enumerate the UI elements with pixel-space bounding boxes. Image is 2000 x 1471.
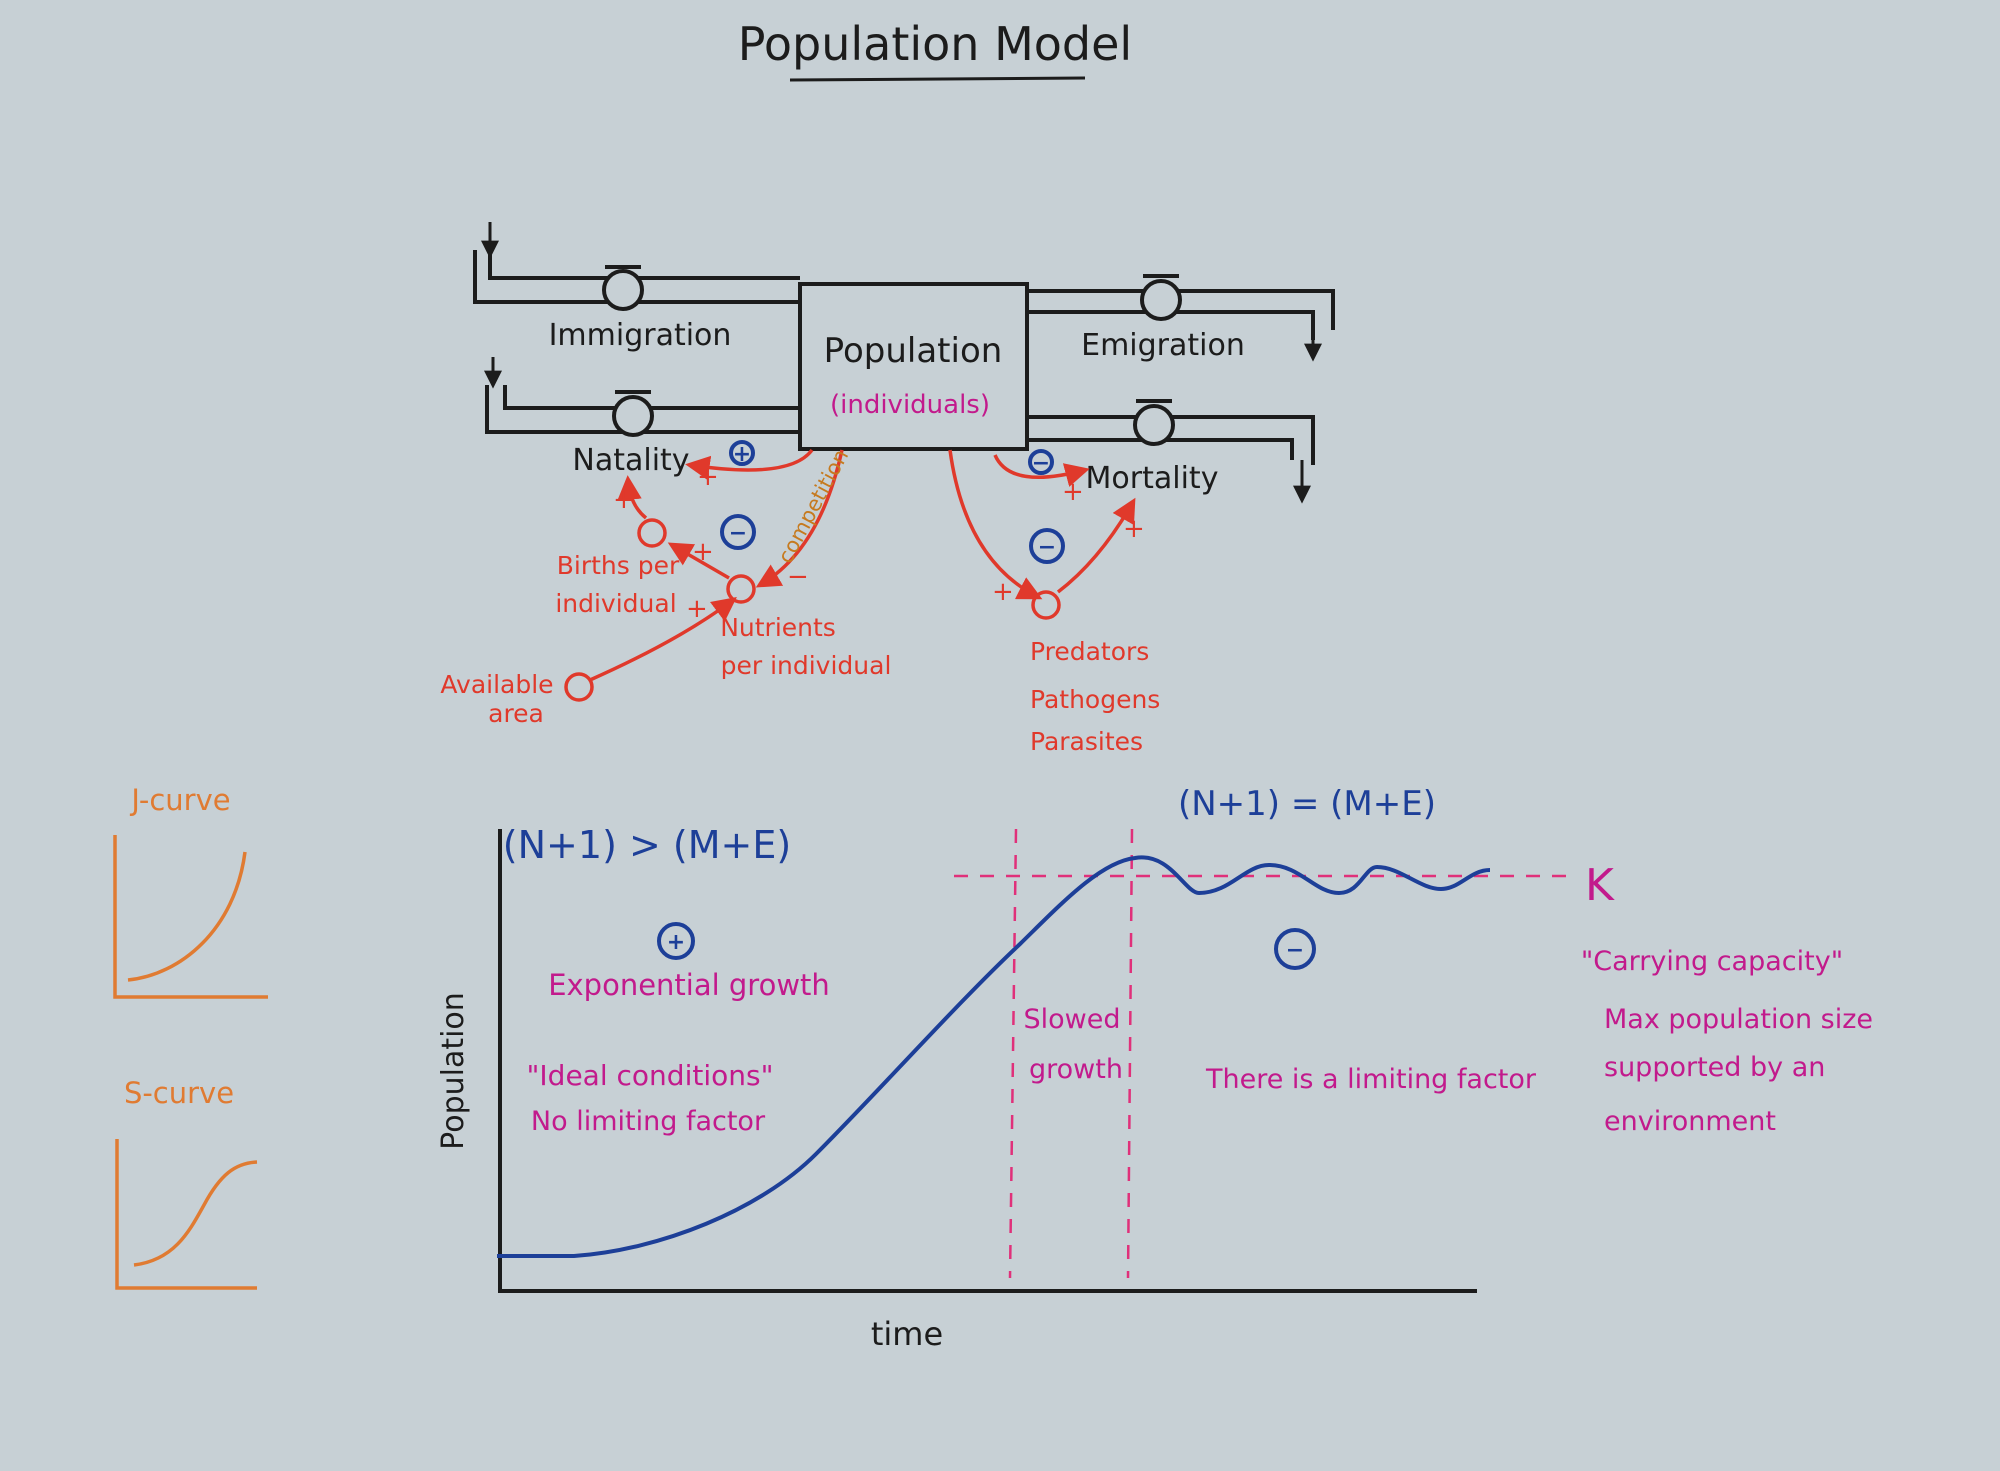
loop-icon: + — [729, 440, 755, 467]
loop-icon: + — [657, 922, 695, 960]
svg-text:+: + — [667, 930, 685, 955]
immigration-label: Immigration — [549, 318, 732, 353]
population-curve — [497, 855, 1491, 1258]
population-stock: Population (individuals) — [798, 282, 1029, 451]
plus-sign: + — [692, 537, 714, 567]
carrying-capacity-desc: Max population size — [1604, 1004, 1873, 1035]
polarity-signs: + + + + − + + + — [613, 462, 1145, 624]
s-curve-label: S-curve — [124, 1076, 234, 1110]
area-label: Available — [440, 670, 553, 699]
births-label: Births per — [557, 551, 680, 580]
nutrients-label: per individual — [721, 651, 892, 680]
j-curve-sketch: J-curve — [113, 783, 268, 999]
predators-label: Predators — [1030, 637, 1149, 666]
emigration-flow: Emigration — [1027, 274, 1335, 363]
valve-icon — [602, 265, 644, 311]
parasites-label: Parasites — [1030, 727, 1143, 756]
loop-icon: − — [1029, 528, 1065, 564]
page-title: Population Model — [738, 17, 1132, 71]
logistic-growth-graph: K Population time (N+1) > (M+E) (N+1) = … — [436, 784, 1873, 1353]
natality-flow: Natality — [484, 357, 800, 478]
plus-sign: + — [1123, 514, 1145, 544]
births-node — [637, 518, 667, 548]
slowed-growth-label: Slowed — [1024, 1004, 1121, 1035]
y-axis-label: Population — [436, 992, 471, 1150]
carrying-capacity-desc: supported by an — [1604, 1052, 1825, 1083]
nutrients-node — [726, 574, 756, 604]
variable-labels: Births per individual Nutrients per indi… — [440, 445, 1160, 756]
carrying-capacity-desc: environment — [1604, 1106, 1776, 1137]
valve-icon — [612, 390, 654, 437]
emigration-label: Emigration — [1081, 328, 1245, 363]
plus-sign: + — [613, 485, 635, 515]
s-curve-sketch: S-curve — [115, 1076, 258, 1290]
competition-label: competition — [773, 445, 853, 567]
slowed-growth-label: growth — [1029, 1054, 1123, 1085]
x-axis-label: time — [871, 1315, 943, 1353]
j-curve-label: J-curve — [129, 783, 230, 817]
pathogens-label: Pathogens — [1030, 685, 1160, 714]
mortality-label: Mortality — [1086, 461, 1219, 496]
valve-icon — [1140, 274, 1182, 321]
svg-text:+: + — [733, 442, 751, 467]
predators-node — [1031, 590, 1061, 620]
loop-icon: − — [720, 514, 756, 550]
natality-label: Natality — [572, 443, 689, 478]
causal-links — [564, 448, 1136, 702]
stock-name: Population — [824, 331, 1003, 371]
loop-icon: − — [1274, 928, 1316, 970]
loop-icon: − — [1028, 449, 1054, 476]
svg-text:−: − — [1038, 535, 1056, 560]
equilibrium-equation: (N+1) = (M+E) — [1178, 784, 1436, 824]
nutrients-label: Nutrients — [720, 613, 836, 642]
k-label: K — [1585, 860, 1615, 911]
title-underline — [789, 76, 1086, 82]
plus-sign: + — [686, 594, 708, 624]
plus-sign: + — [992, 577, 1014, 607]
mortality-flow: Mortality — [1027, 399, 1315, 504]
loop-markers: + − − − + − — [657, 440, 1316, 970]
births-label: individual — [555, 589, 676, 618]
plus-sign: + — [1062, 477, 1084, 507]
immigration-flow: Immigration — [473, 222, 800, 353]
stock-unit: (individuals) — [830, 390, 990, 420]
area-label: area — [488, 699, 544, 728]
valve-icon — [1133, 399, 1175, 446]
growth-equation: (N+1) > (M+E) — [503, 823, 791, 867]
svg-text:−: − — [1286, 938, 1304, 963]
limiting-factor-label: There is a limiting factor — [1205, 1064, 1537, 1095]
minus-sign: − — [787, 562, 809, 592]
ideal-conditions-label: "Ideal conditions" — [527, 1059, 774, 1092]
svg-text:−: − — [1032, 451, 1050, 476]
exponential-growth-label: Exponential growth — [548, 968, 830, 1002]
carrying-capacity-label: "Carrying capacity" — [1581, 946, 1843, 977]
phase-divider — [1126, 828, 1134, 1279]
area-node — [564, 672, 594, 702]
phase-divider — [1008, 828, 1018, 1279]
graph-axes — [498, 829, 1477, 1293]
svg-text:−: − — [729, 521, 747, 546]
plus-sign: + — [697, 462, 719, 492]
no-limiting-factor-label: No limiting factor — [531, 1106, 766, 1137]
